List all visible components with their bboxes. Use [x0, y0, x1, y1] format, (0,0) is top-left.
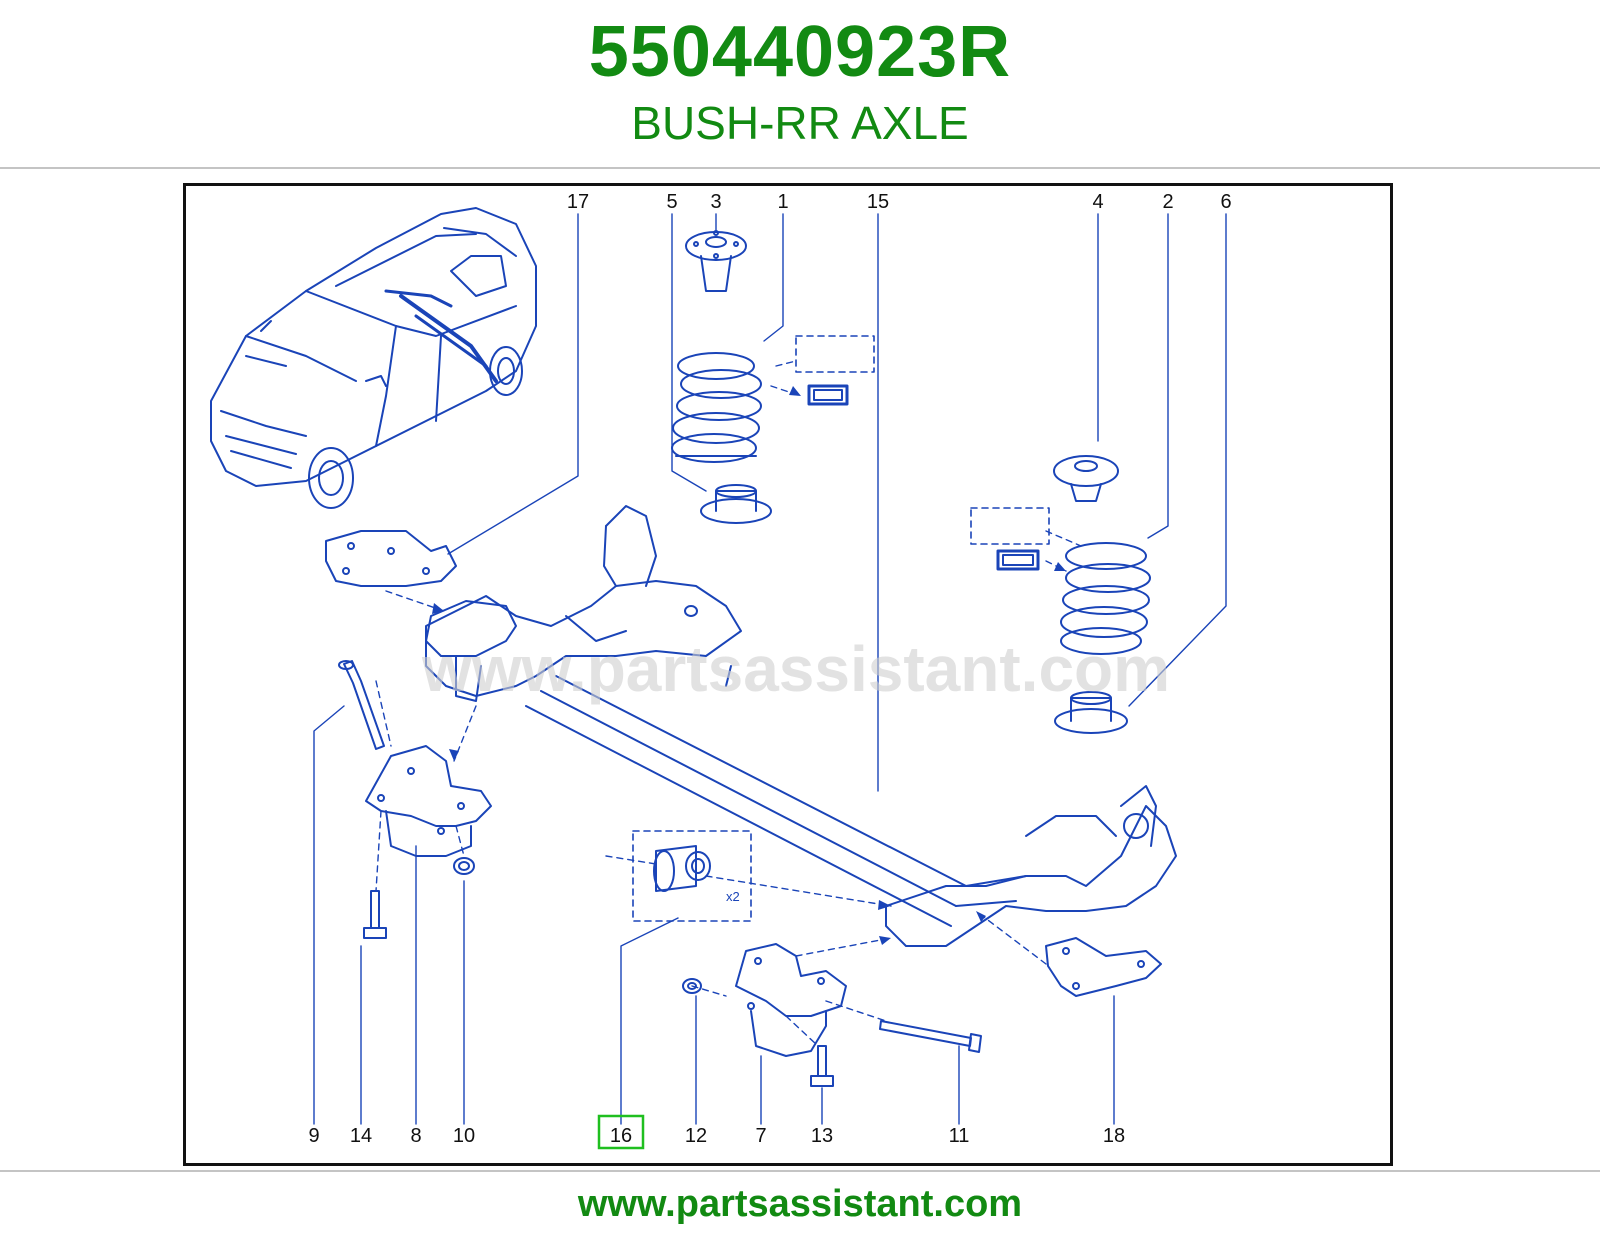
callout-15: 15 — [867, 191, 889, 213]
callout-14: 14 — [350, 1125, 372, 1147]
callout-7: 7 — [755, 1125, 766, 1147]
part-number: 550440923R — [588, 12, 1012, 92]
bracket-lower-left — [365, 745, 492, 857]
leader-lines — [313, 213, 1227, 1125]
header-divider — [0, 167, 1600, 169]
highlight-box — [597, 1114, 645, 1150]
callout-2: 2 — [1162, 191, 1173, 213]
callout-8: 8 — [410, 1125, 421, 1147]
quantity-label: x2 — [726, 889, 740, 904]
bush-16 — [653, 845, 711, 892]
spring-upper-mount-right — [1053, 455, 1119, 502]
diagram-svg: www.partsassistant.com x2 17 5 3 1 15 4 … — [210, 191, 1232, 1150]
bolt-13 — [810, 1045, 834, 1087]
option-boxes — [632, 335, 1050, 922]
exploded-diagram: www.partsassistant.com x2 17 5 3 1 15 4 … — [183, 183, 1393, 1166]
nut-10 — [453, 857, 475, 875]
callout-1: 1 — [777, 191, 788, 213]
bump-stop-left — [700, 484, 772, 524]
callout-16: 16 — [610, 1125, 632, 1147]
callout-13: 13 — [811, 1125, 833, 1147]
vehicle-illustration — [210, 207, 537, 509]
coil-spring-right — [1060, 542, 1151, 655]
nut-12 — [682, 978, 702, 994]
callout-9: 9 — [308, 1125, 319, 1147]
bolt-11 — [879, 1020, 982, 1053]
footer-divider — [0, 1170, 1600, 1172]
coil-spring-left — [671, 352, 762, 463]
mounting-plate-lower-right — [1045, 937, 1162, 997]
bracket-lower-right — [735, 943, 847, 1057]
watermark-text: www.partsassistant.com — [421, 633, 1170, 705]
axle-bracket-left — [425, 600, 517, 702]
callout-17: 17 — [567, 191, 589, 213]
part-name: BUSH-RR AXLE — [631, 97, 969, 149]
footer-url[interactable]: www.partsassistant.com — [577, 1183, 1023, 1225]
header: 550440923R BUSH-RR AXLE — [0, 0, 1600, 165]
bolt-14 — [363, 890, 387, 939]
callout-11: 11 — [949, 1125, 970, 1147]
spring-upper-mount-left — [685, 230, 747, 292]
mounting-plate-upper-left — [325, 530, 457, 587]
callout-12: 12 — [685, 1125, 707, 1147]
callout-6: 6 — [1220, 191, 1231, 213]
spacer-shims — [807, 384, 1040, 571]
callout-10: 10 — [453, 1125, 475, 1147]
callout-18: 18 — [1103, 1125, 1125, 1147]
callout-3: 3 — [710, 191, 721, 213]
rear-axle-beam — [425, 505, 1177, 947]
bolt-9 — [338, 660, 385, 750]
callout-5: 5 — [666, 191, 677, 213]
callout-4: 4 — [1092, 191, 1103, 213]
bump-stop-right — [1054, 691, 1128, 734]
arrowheads — [432, 386, 1066, 945]
